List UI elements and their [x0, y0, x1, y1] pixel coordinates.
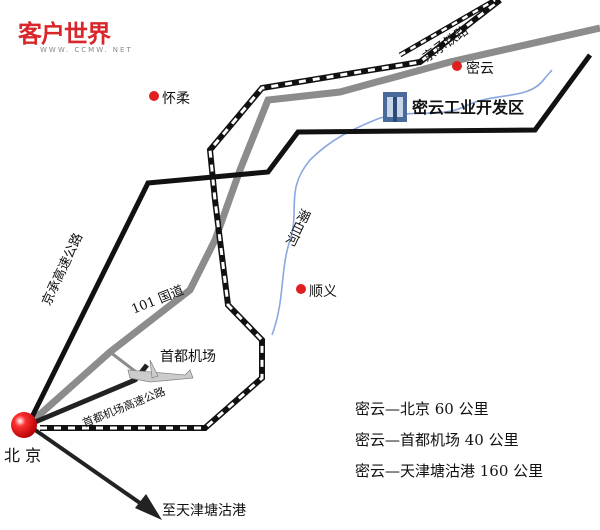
miyun-dot	[452, 61, 462, 71]
shunyi-dot	[296, 284, 306, 294]
huairou-dot	[149, 91, 159, 101]
label-shunyi: 顺义	[309, 284, 337, 300]
tianjin-arrow	[26, 423, 152, 512]
distance-tianjin: 密云—天津塘沽港 160 公里	[355, 462, 544, 480]
label-huairou: 怀柔	[162, 91, 190, 107]
logo-text: 客户世界	[18, 20, 111, 48]
railway-pattern	[40, 0, 501, 430]
logo-url: WWW. CCMW. NET	[40, 46, 133, 54]
jingcheng-expressway	[25, 53, 593, 427]
distance-beijing: 密云—北京 60 公里	[355, 400, 489, 418]
beijing-dot[interactable]	[11, 412, 37, 438]
road-101	[25, 24, 600, 428]
label-miyun: 密云	[466, 61, 494, 77]
distance-airport: 密云—首都机场 40 公里	[355, 431, 519, 449]
railway-top-branch	[398, 0, 497, 58]
label-beijing: 北 京	[4, 446, 42, 465]
airplane-icon	[127, 359, 194, 383]
label-industrial-zone: 密云工业开发区	[412, 98, 525, 117]
label-tianjin: 至天津塘沽港	[162, 503, 246, 519]
industrial-zone-icon	[383, 92, 407, 122]
label-airport: 首都机场	[160, 349, 216, 365]
airport-expressway	[27, 363, 149, 428]
logo: 客户世界 WWW. CCMW. NET	[18, 14, 133, 54]
arrow-head	[135, 494, 162, 520]
